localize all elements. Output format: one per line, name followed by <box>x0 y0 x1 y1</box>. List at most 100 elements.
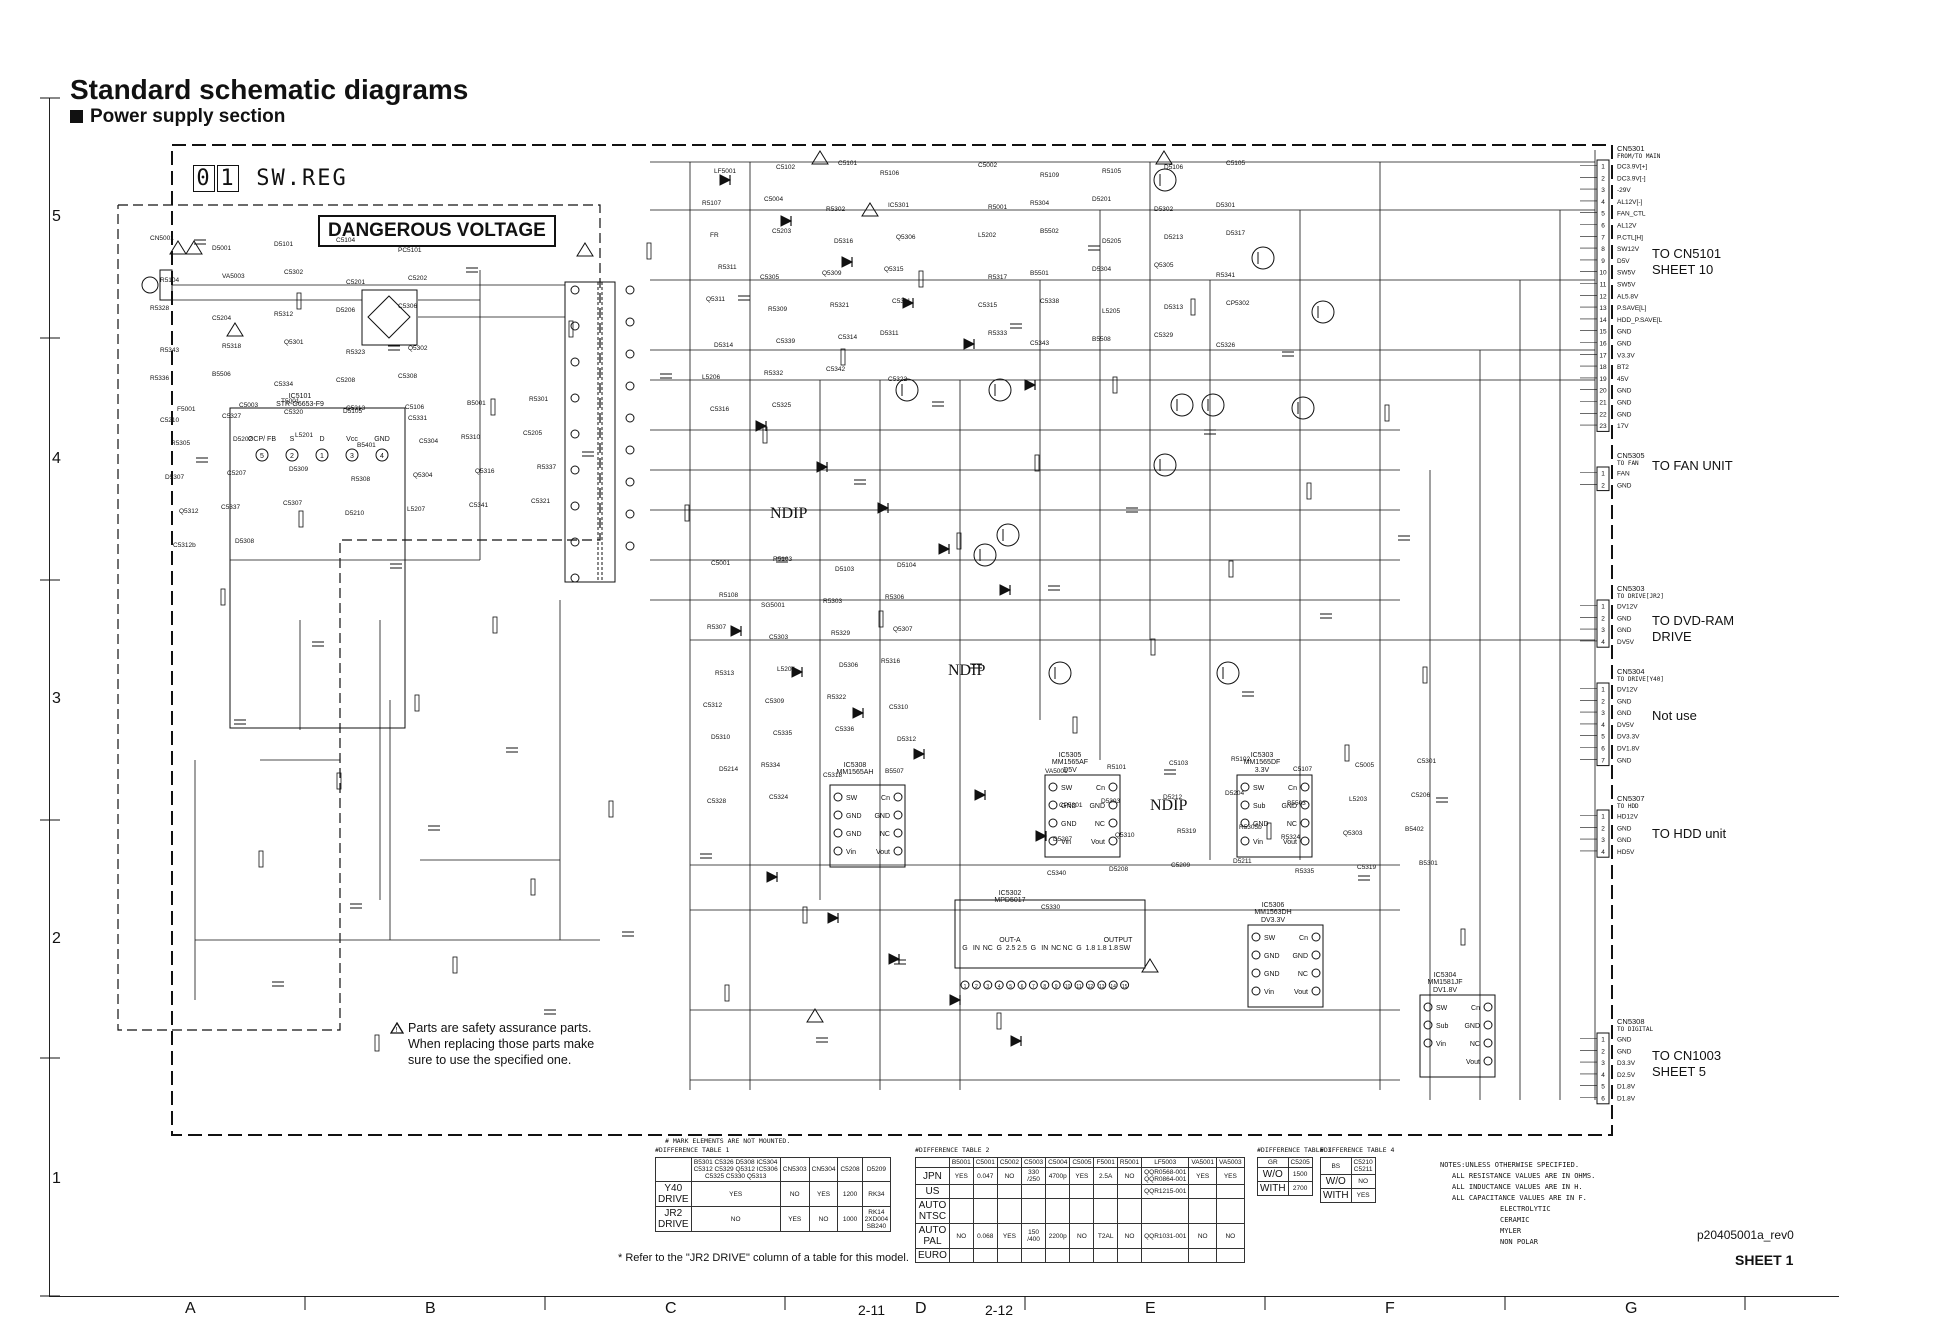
warning-triangle-icon <box>169 240 187 255</box>
difference-table-1-title: #DIFFERENCE TABLE 1 <box>655 1146 730 1154</box>
table-row: EURO <box>915 1248 1245 1263</box>
ic-pin-label: GND <box>1292 953 1308 960</box>
table-cell: NO <box>1116 1223 1143 1249</box>
component-ref: D5301 <box>1216 202 1236 209</box>
table-header-cell: C5205 <box>1287 1157 1313 1168</box>
diode-icon <box>938 543 951 555</box>
component-ref: R5103 <box>773 556 793 563</box>
ic-part: STR-G6653-F9 <box>276 401 324 408</box>
component-ref: R5312 <box>274 311 294 318</box>
table-cell: JR2 DRIVE <box>655 1206 692 1232</box>
transistor-icon <box>895 378 919 402</box>
connector-pin-label: P.CTL[H] <box>1617 234 1643 241</box>
component-ref: R5329 <box>831 630 851 637</box>
table-cell: QQR1031-001 <box>1141 1223 1190 1249</box>
table-cell: YES <box>1188 1167 1218 1185</box>
diode-icon <box>791 666 804 678</box>
warning-triangle-icon <box>811 150 829 165</box>
connector-pin-label: DC3.9V[+] <box>1617 164 1647 171</box>
resistor-icon <box>414 694 420 712</box>
component-ref: R5308 <box>351 476 371 483</box>
resistor-icon <box>956 532 962 550</box>
ic-pin-label: Vout <box>1466 1059 1480 1066</box>
component-ref: D5106 <box>1164 164 1184 171</box>
connector-body <box>1596 466 1610 492</box>
connector-pin-number: 13 <box>1599 305 1607 312</box>
connector-pin-label: AL12V <box>1617 223 1637 230</box>
ic-sub: DV3.3V <box>1261 917 1285 924</box>
ic-pin-number: 15 <box>1122 984 1128 990</box>
connector-sub: TO HDD <box>1617 803 1639 810</box>
diode-icon <box>963 338 976 350</box>
ic-pin <box>1311 932 1321 942</box>
connector-pin-label: GND <box>1617 615 1632 622</box>
table-header-cell <box>655 1157 692 1182</box>
component-ref: R5316 <box>881 658 901 665</box>
ic-pin-label: Vcc <box>346 436 358 443</box>
component-ref: C5329 <box>1154 332 1174 339</box>
component-ref: C5313 <box>346 405 366 412</box>
component-ref: C5209 <box>1171 862 1191 869</box>
ic-pin-label: GND <box>1089 803 1105 810</box>
transformer-pin <box>570 465 580 475</box>
component-ref: IC5301 <box>888 202 909 209</box>
table-header-cell: GR <box>1257 1157 1289 1168</box>
resistor-icon <box>724 984 730 1002</box>
component-ref: R5336 <box>150 375 170 382</box>
connector-ref: CN5301 <box>1617 144 1645 153</box>
component-ref: B5401 <box>357 442 376 449</box>
connector-pin-label: D3.3V <box>1617 1060 1636 1067</box>
connector-target: TO CN1003 <box>1652 1048 1721 1063</box>
component-ref: C5334 <box>274 381 294 388</box>
ic-pin-label: 1.8 <box>1097 945 1107 952</box>
component-ref: C5204 <box>212 315 232 322</box>
table-cell: AUTO PAL <box>915 1223 950 1249</box>
component-ref: D5103 <box>835 566 855 573</box>
component-ref: C5308 <box>398 373 418 380</box>
connector-target: DRIVE <box>1652 629 1692 644</box>
transistor-icon <box>1291 396 1315 420</box>
component-ref: R5001 <box>988 204 1008 211</box>
component-ref: R5337 <box>537 464 557 471</box>
resistor-icon <box>1072 716 1078 734</box>
table-cell: YES <box>996 1223 1023 1249</box>
component-ref: D5204 <box>1225 790 1245 797</box>
table-cell: 0.068 <box>972 1223 998 1249</box>
connector-pin-label: SW5V <box>1617 282 1636 289</box>
connector-pin-number: 4 <box>1601 199 1605 206</box>
component-ref: D5205 <box>1102 238 1122 245</box>
table-header-cell: C5003 <box>1021 1157 1047 1168</box>
resistor-icon <box>1112 376 1118 394</box>
connector-target: TO HDD unit <box>1652 826 1727 841</box>
regulator-ic <box>829 784 906 868</box>
transformer-pin <box>570 501 580 511</box>
row-label: 4 <box>52 450 61 467</box>
connector-sub: TO DIGITAL <box>1617 1026 1654 1033</box>
ic-pin-number: 1 <box>964 984 967 990</box>
resistor-icon <box>840 348 846 366</box>
table-cell: NO <box>996 1167 1023 1185</box>
component-ref: Q5316 <box>475 468 495 475</box>
table-cell <box>1188 1248 1218 1263</box>
connector-pin-number: 2 <box>1601 175 1605 182</box>
table-cell: AUTO NTSC <box>915 1198 950 1224</box>
resistor-icon <box>1344 744 1350 762</box>
connector-pin-number: 2 <box>1601 825 1605 832</box>
transformer-pin <box>625 445 635 455</box>
table-cell <box>1093 1198 1118 1224</box>
table-cell <box>1045 1198 1071 1224</box>
component-ref: D5202 <box>233 436 253 443</box>
ic-pin <box>315 448 329 462</box>
table-header-cell: CN5304 <box>808 1157 839 1182</box>
table-header-cell: BS <box>1320 1157 1352 1175</box>
hv-region <box>117 204 601 1031</box>
component-ref: R5321 <box>830 302 850 309</box>
warning-triangle-icon: ! <box>390 1022 404 1034</box>
table-header-row: B5301 C5326 D5308 IC5304 C5312 C5329 Q53… <box>655 1157 892 1182</box>
left-frame-line <box>49 98 50 1296</box>
table-cell <box>1141 1248 1190 1263</box>
table-cell <box>1188 1198 1218 1224</box>
